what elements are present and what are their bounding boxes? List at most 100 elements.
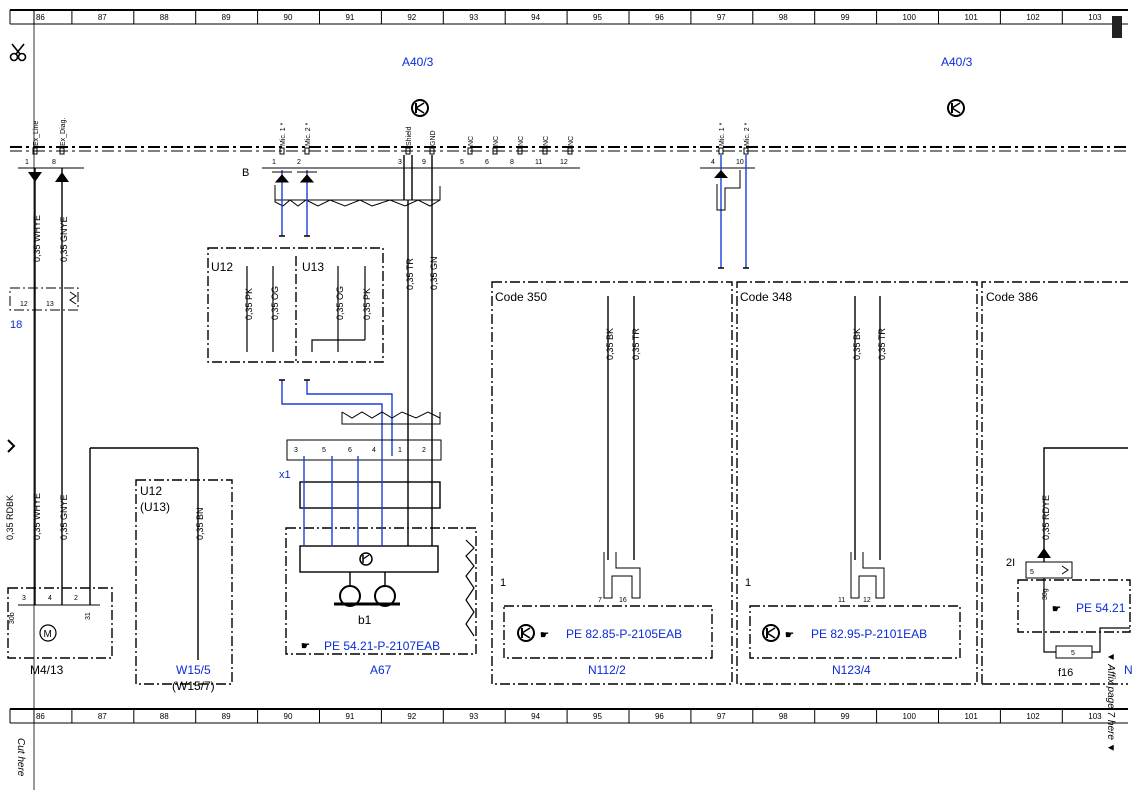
ruler-cell-label: 99 bbox=[841, 13, 850, 22]
ruler-cell-label: 98 bbox=[779, 13, 788, 22]
u12-u13-box bbox=[135, 479, 233, 685]
m4-pin-3: 3 bbox=[22, 595, 26, 602]
wire-label-og-u12: 0,35 OG bbox=[270, 286, 280, 320]
pin-12: 12 bbox=[20, 301, 28, 308]
pin-number: 1 bbox=[25, 159, 29, 166]
pin-7: 7 bbox=[598, 597, 602, 604]
pe-ref-a67: PE 54.21-P-2107EAB bbox=[324, 639, 440, 653]
svg-text:M: M bbox=[44, 629, 52, 640]
code-348-title: Code 348 bbox=[740, 290, 792, 304]
pin-5: 5 bbox=[1030, 569, 1034, 576]
pointer-icon: ☛ bbox=[540, 630, 549, 641]
wire-label-gn: 0,35 GN bbox=[429, 256, 439, 290]
connector-2i: 2I bbox=[1006, 557, 1015, 569]
pin-number: 6 bbox=[485, 159, 489, 166]
pin-signal-label: NC bbox=[518, 136, 525, 146]
ref-partial-n: N bbox=[1124, 663, 1133, 677]
pin-number: 11 bbox=[535, 159, 542, 166]
pin-11: 11 bbox=[838, 597, 845, 604]
pin-13: 13 bbox=[46, 301, 54, 308]
ruler-cell-label: 87 bbox=[98, 712, 107, 721]
a67-pin: 1 bbox=[398, 447, 402, 454]
pin-number: 5 bbox=[460, 159, 464, 166]
pin-signal-label: NC bbox=[468, 136, 475, 146]
fuse-ref-f16: f16 bbox=[1058, 667, 1073, 679]
a67-box bbox=[285, 527, 477, 655]
motor-icon: M bbox=[39, 624, 57, 642]
ruler-cell-label: 92 bbox=[407, 712, 416, 721]
wire-label-rdbk: 0,35 RDBK bbox=[5, 495, 15, 540]
ruler-cell-label: 86 bbox=[36, 712, 45, 721]
connector-x1: x1 bbox=[279, 469, 291, 481]
ref-m4-13: M4/13 bbox=[30, 663, 64, 677]
pointer-icon: ☛ bbox=[1052, 604, 1061, 615]
pin-signal-label: Shield bbox=[406, 126, 413, 146]
transistor-icon bbox=[762, 624, 780, 642]
wire-label-gnye-lower: 0,35 GNYE bbox=[59, 494, 69, 540]
ruler-cell-label: 86 bbox=[36, 13, 45, 22]
code-348-box bbox=[736, 281, 978, 685]
ruler-cell-label: 101 bbox=[964, 13, 978, 22]
ruler-cell-label: 90 bbox=[284, 13, 293, 22]
u12-label: U12 bbox=[211, 260, 233, 274]
module-label-right: A40/3 bbox=[941, 55, 973, 69]
module-label-left: A40/3 bbox=[402, 55, 434, 69]
ruler-cell-label: 89 bbox=[222, 712, 231, 721]
pin-30g: 30g bbox=[1042, 588, 1049, 600]
wire-label-bk-350: 0,35 BK bbox=[605, 328, 615, 360]
ref-w15-5: W15/5 bbox=[176, 663, 211, 677]
pin-number: 2 bbox=[297, 159, 301, 166]
bus-b-label: B bbox=[242, 167, 249, 179]
m4-pin-4: 4 bbox=[48, 595, 52, 602]
pointer-icon: ☛ bbox=[301, 641, 310, 652]
ruler-cell-label: 88 bbox=[160, 13, 169, 22]
a67-pin: 6 bbox=[348, 447, 352, 454]
a67-pin: 5 bbox=[322, 447, 326, 454]
ruler-cell-label: 93 bbox=[469, 712, 478, 721]
ref-n112-2: N112/2 bbox=[588, 663, 626, 677]
pin-signal-label: Ex_Diag. bbox=[60, 118, 67, 146]
pin-signal-label: GND bbox=[430, 130, 437, 146]
wire-label-pk-u13: 0,35 PK bbox=[362, 288, 372, 320]
ruler-cell-label: 94 bbox=[531, 13, 540, 22]
ruler-cell-label: 101 bbox=[964, 712, 978, 721]
pin-signal-label: NC bbox=[493, 136, 500, 146]
pin-signal-label: NC bbox=[543, 136, 550, 146]
ref-n123-4: N123/4 bbox=[832, 663, 871, 677]
pin-signal-label: Mic. 2 * bbox=[744, 122, 751, 146]
m4-side-label: 30b bbox=[9, 612, 16, 624]
fuse-5: 5 bbox=[1071, 650, 1075, 657]
affix-page-label: ▼ Affix page 7 here ▼ bbox=[1105, 652, 1116, 753]
cut-here-label: Cut here bbox=[15, 738, 26, 777]
ruler-cell-label: 95 bbox=[593, 13, 602, 22]
ruler-cell-label: 103 bbox=[1088, 13, 1102, 22]
pin-number: 10 bbox=[736, 159, 744, 166]
u12-box-line2: (U13) bbox=[140, 500, 170, 514]
pin-number: 3 bbox=[398, 159, 402, 166]
pin-16: 16 bbox=[619, 597, 627, 604]
transistor-icon bbox=[517, 624, 535, 642]
transistor-icon bbox=[411, 99, 429, 117]
ruler-cell-label: 97 bbox=[717, 13, 726, 22]
ruler-cell-label: 102 bbox=[1026, 712, 1040, 721]
a67-pin: 2 bbox=[422, 447, 426, 454]
wire-label-whye-lower: 0,35 WHYE bbox=[32, 493, 42, 540]
wire-label-gnye: 0,35 GNYE bbox=[59, 216, 69, 262]
code-348-corner: 1 bbox=[745, 577, 751, 589]
transistor-icon bbox=[359, 552, 373, 566]
m4-pin-31: 31 bbox=[85, 612, 92, 620]
scissors-icon bbox=[9, 43, 27, 62]
u13-label: U13 bbox=[302, 260, 324, 274]
code-350-title: Code 350 bbox=[495, 290, 547, 304]
ruler-cell-label: 91 bbox=[345, 712, 354, 721]
wire-label-bk-348: 0,35 BK bbox=[852, 328, 862, 360]
ref-18: 18 bbox=[10, 319, 22, 331]
wire-label-bn: 0,35 BN bbox=[195, 507, 205, 540]
ruler-cell-label: 95 bbox=[593, 712, 602, 721]
m4-pin-2: 2 bbox=[74, 595, 78, 602]
ruler-cell-label: 92 bbox=[407, 13, 416, 22]
ruler-cell-label: 96 bbox=[655, 13, 664, 22]
wire-label-rdye: 0,35 RDYE bbox=[1041, 495, 1051, 540]
